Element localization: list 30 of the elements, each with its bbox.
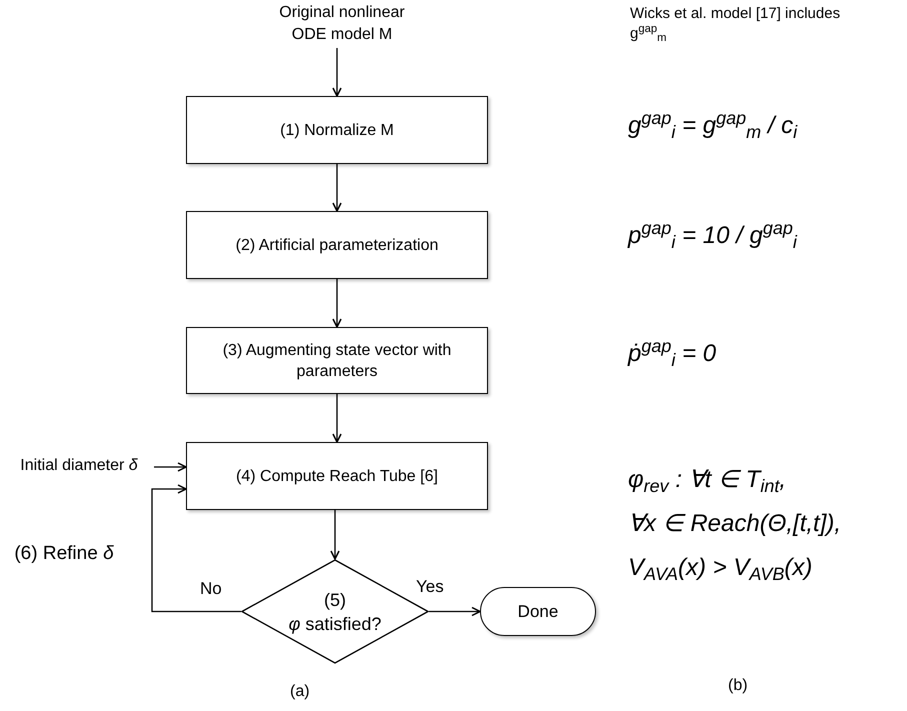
arrow bbox=[429, 606, 481, 616]
arrow bbox=[332, 164, 342, 212]
terminal-box bbox=[480, 587, 596, 636]
equation: ṗ$^{gap}$$_{i}$ = 0 bbox=[628, 336, 716, 372]
arrow bbox=[151, 484, 241, 612]
node-text: Done bbox=[518, 600, 558, 623]
equation: g$^{gap}$$_{i}$ = g$^{gap}$$_{m}$ / c$_{i}$ bbox=[628, 108, 798, 144]
arrow bbox=[154, 462, 187, 472]
step-label: (6) Refine δ bbox=[14, 542, 114, 565]
arrow bbox=[330, 510, 340, 560]
arrow bbox=[332, 394, 342, 443]
process-box bbox=[186, 442, 488, 510]
arrow bbox=[332, 48, 342, 97]
node-text: (5) bbox=[322, 588, 347, 612]
process-box bbox=[186, 211, 488, 279]
panel-caption: (b) bbox=[728, 676, 748, 696]
node-text: Initial diameter δ bbox=[20, 456, 138, 476]
node-text: Original nonlinear ODE model M bbox=[278, 3, 406, 45]
node-text: (1) Normalize M bbox=[280, 120, 394, 140]
equation: V$_{AVA}$(x) > V$_{AVB}$(x) bbox=[628, 553, 812, 586]
equation: ∀x ∈ Reach(Θ,[t,t]), bbox=[628, 509, 842, 539]
equation: φ$_{rev}$ : ∀t ∈ T$_{int}$, bbox=[628, 465, 786, 498]
node-text: (3) Augmenting state vector with parameters bbox=[222, 340, 452, 382]
node-text: (2) Artificial parameterization bbox=[236, 236, 438, 256]
process-box bbox=[186, 96, 488, 164]
node-text: φ satisfied? bbox=[288, 612, 382, 636]
process-box bbox=[186, 327, 488, 394]
node-text: (4) Compute Reach Tube [6] bbox=[236, 466, 438, 486]
panel-caption: (a) bbox=[290, 682, 310, 702]
arrow bbox=[332, 279, 342, 328]
